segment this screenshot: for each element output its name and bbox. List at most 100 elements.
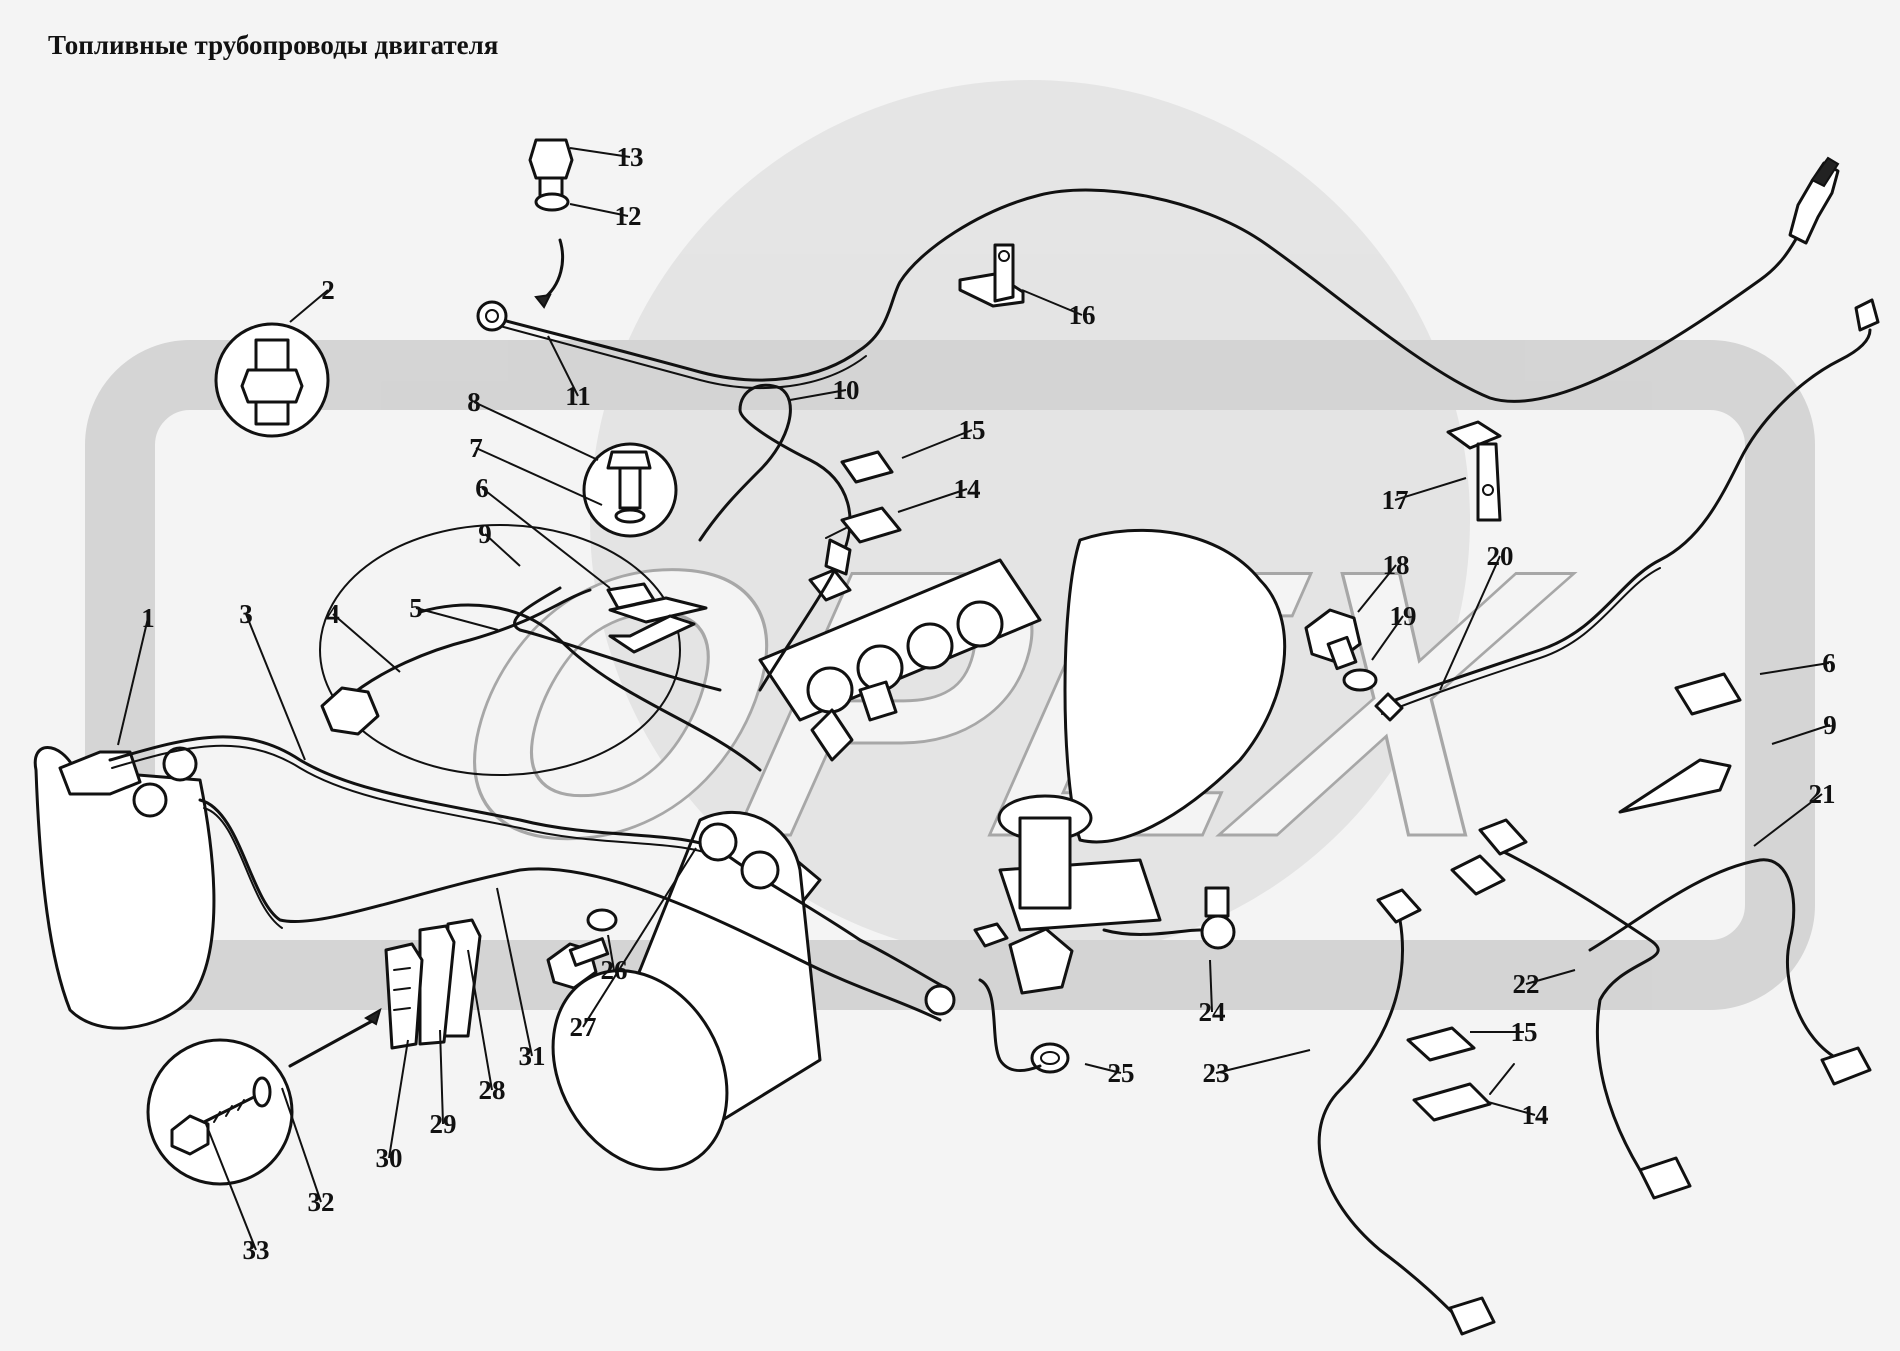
- callout-c4: 4: [326, 599, 340, 629]
- callout-c30: 30: [376, 1143, 403, 1173]
- part-8-bolt: [582, 442, 678, 538]
- callout-c9a: 9: [478, 519, 492, 549]
- leader-line-c15a: [901, 429, 973, 459]
- part-9-clip-right: [1618, 758, 1732, 814]
- part-14-clip-lower: [1412, 1063, 1515, 1122]
- part-5-pipe: [418, 586, 762, 772]
- callout-c28: 28: [479, 1075, 506, 1105]
- callout-c11: 11: [565, 381, 591, 411]
- part-29-clamp: [418, 924, 456, 1046]
- callout-c23: 23: [1203, 1058, 1230, 1088]
- callout-c17: 17: [1382, 485, 1409, 515]
- callout-c2: 2: [321, 275, 335, 305]
- part-24-fitting: [1102, 886, 1236, 950]
- part-17-bracket: [1446, 420, 1502, 522]
- leader-line-c18: [1357, 564, 1397, 613]
- part-3-pipe: [108, 735, 952, 992]
- part-14-clip-mid: [825, 506, 902, 544]
- part-30-clamp: [384, 942, 424, 1050]
- callout-c31: 31: [519, 1041, 546, 1071]
- part-18-fitting: [1304, 608, 1362, 671]
- part-20-pipe: [1374, 298, 1880, 722]
- callout-c14a: 14: [954, 474, 981, 504]
- leader-line-c26: [607, 934, 615, 971]
- part-23-pipe: [1317, 888, 1496, 1336]
- fuel-filter-housing: [973, 528, 1287, 995]
- leader-line-c16: [1021, 289, 1083, 316]
- leader-line-c1: [117, 617, 149, 746]
- leader-line-c24: [1209, 959, 1213, 1013]
- leader-line-c32: [281, 1087, 322, 1203]
- callout-c8: 8: [467, 387, 481, 417]
- part-31-pipe: [198, 798, 942, 1022]
- leader-line-c31: [496, 887, 533, 1057]
- callout-c18: 18: [1383, 550, 1410, 580]
- leader-line-c6b: [1759, 662, 1830, 675]
- part-15-clip-lower: [1406, 1026, 1476, 1062]
- callout-c15a: 15: [959, 415, 986, 445]
- callout-c33: 33: [243, 1235, 270, 1265]
- watermark-text: OPEX: [414, 491, 1595, 915]
- leader-line-c3: [245, 613, 306, 761]
- part-15-clip-mid: [840, 450, 894, 484]
- leader-line-c11: [547, 335, 579, 397]
- part-33-bolt: [146, 1007, 382, 1186]
- callout-c22: 22: [1513, 969, 1540, 999]
- part-6-clamp: [606, 582, 708, 654]
- detail-circle-left: [319, 524, 681, 776]
- part-16-bracket: [958, 243, 1025, 308]
- part-22-pipe: [1450, 818, 1692, 1200]
- leader-line-c9b: [1771, 724, 1831, 745]
- leader-line-c21: [1753, 793, 1823, 847]
- leader-line-c2: [289, 289, 329, 323]
- leader-line-c12: [569, 203, 629, 217]
- callout-c10: 10: [833, 375, 860, 405]
- part-13-bolt: [528, 138, 574, 309]
- leader-line-c4: [332, 613, 401, 673]
- callout-c20: 20: [1487, 541, 1514, 571]
- callout-c15b: 15: [1511, 1017, 1538, 1047]
- leader-line-c19: [1371, 615, 1404, 661]
- fuel-filter-canister: [551, 810, 822, 1171]
- leader-line-c14a: [897, 488, 968, 513]
- part-6-clamp-right: [1674, 672, 1742, 716]
- leader-line-c27: [582, 847, 697, 1028]
- leader-line-c9a: [484, 533, 521, 567]
- part-27-bolt: [546, 937, 610, 990]
- leader-line-c22: [1525, 969, 1576, 985]
- callout-c12: 12: [615, 201, 642, 231]
- leader-line-c33: [205, 1123, 257, 1251]
- callout-c25: 25: [1108, 1058, 1135, 1088]
- callout-c5: 5: [409, 593, 423, 623]
- leader-line-c13: [569, 147, 631, 158]
- diagram-title: Топливные трубопроводы двигателя: [48, 30, 499, 60]
- leader-line-c6a: [481, 487, 611, 589]
- callout-c7: 7: [469, 433, 483, 463]
- banjo-fitting: [698, 822, 1042, 1072]
- callout-c19: 19: [1390, 601, 1417, 631]
- part-19-washer: [1342, 668, 1378, 692]
- leader-line-c29: [439, 1029, 444, 1125]
- part-10-pipe: [698, 383, 852, 692]
- leader-line-c8: [473, 401, 599, 461]
- callout-c1: 1: [141, 603, 155, 633]
- leader-line-c30: [388, 1039, 409, 1159]
- leader-line-c5: [415, 607, 499, 631]
- part-2-fitting: [214, 322, 330, 438]
- injection-pump: [758, 558, 1042, 762]
- leader-line-c25: [1084, 1063, 1122, 1074]
- callout-c3: 3: [239, 599, 253, 629]
- callout-c9b: 9: [1823, 710, 1837, 740]
- watermark: OPEX: [85, 80, 1815, 1010]
- callout-c32: 32: [308, 1187, 335, 1217]
- part-26-washer: [586, 908, 618, 932]
- callout-c14b: 14: [1522, 1100, 1549, 1130]
- part-4-pipe: [320, 588, 592, 736]
- leader-line-c17: [1394, 477, 1467, 501]
- part-1-fitting-left: [33, 746, 216, 1030]
- leader-line-c7: [475, 447, 603, 506]
- callout-c21: 21: [1809, 779, 1836, 809]
- watermark-frame: [85, 340, 1815, 1010]
